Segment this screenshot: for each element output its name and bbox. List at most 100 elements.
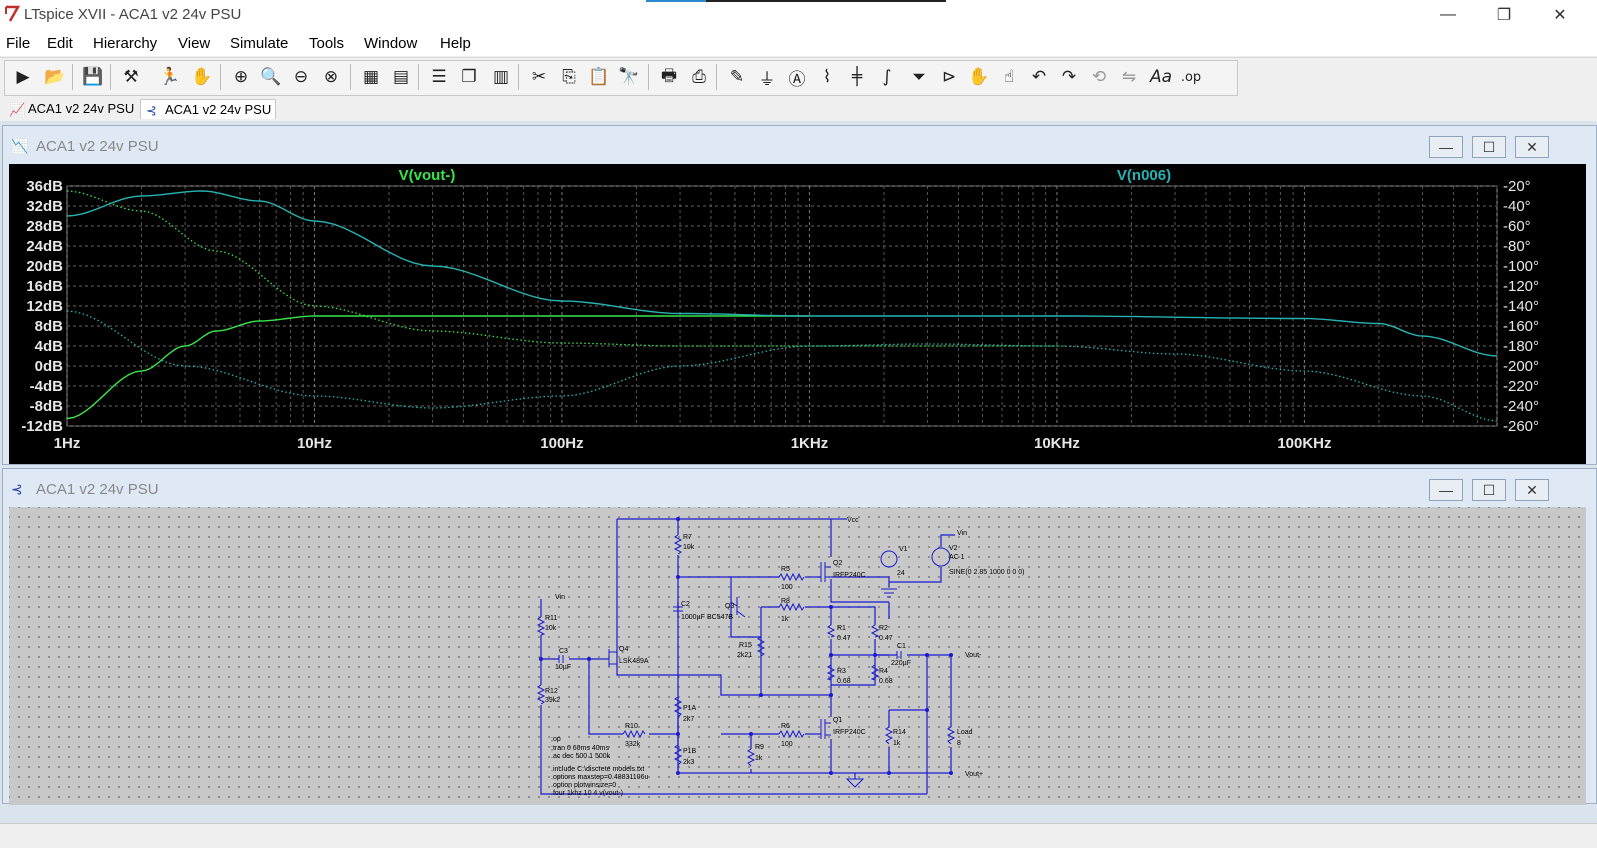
run-icon[interactable]: ▶ <box>16 67 30 87</box>
schematic-maximize-button[interactable]: ☐ <box>1472 479 1506 501</box>
component-icon[interactable]: ⊳ <box>941 67 957 87</box>
resistor-r14 <box>884 726 894 745</box>
zoom-area-icon[interactable]: 🔍 <box>260 67 282 87</box>
restore-icon: ❐ <box>1496 7 1512 24</box>
tile-horizontal-icon[interactable]: ☰ <box>431 67 447 87</box>
label-r2: R2 <box>879 625 888 632</box>
menu-file[interactable]: File <box>6 35 31 52</box>
draw-wire-pencil-icon[interactable]: ✎ <box>729 67 745 87</box>
value-v2: AC 1 <box>949 554 965 561</box>
undo-icon[interactable]: ↶ <box>1031 67 1047 87</box>
print-icon[interactable]: 🖶 <box>660 65 678 86</box>
y-tick-left: 16dB <box>26 278 63 295</box>
label-c1: C1 <box>897 643 906 650</box>
menu-edit[interactable]: Edit <box>47 35 73 52</box>
drag-hand-icon[interactable]: ☝ <box>1003 67 1015 87</box>
menu-tools[interactable]: Tools <box>309 35 345 52</box>
inductor-icon[interactable]: ∫ <box>882 67 892 87</box>
paste-icon[interactable]: 📋 <box>588 67 610 87</box>
minimize-button[interactable]: — <box>1425 0 1471 30</box>
label-r9: R9 <box>755 744 764 751</box>
resistor-icon[interactable]: ⌇ <box>822 67 832 87</box>
waveform-close-button[interactable]: ✕ <box>1515 136 1549 158</box>
spice-directive-icon[interactable]: .op <box>1180 69 1202 85</box>
waveform-window-titlebar[interactable]: 📉 ACA1 v2 24v PSU — ☐ ✕ <box>3 126 1596 164</box>
zoom-cancel-icon[interactable]: ⊗ <box>323 67 339 87</box>
label-r7: R7 <box>683 534 692 541</box>
schematic-icon: ⊰ <box>146 103 157 118</box>
close-button[interactable]: ✕ <box>1537 0 1583 30</box>
plot-series <box>66 190 1498 422</box>
text-icon[interactable]: Aa <box>1149 67 1173 87</box>
trace-label-vout-minus[interactable]: V(vout-) <box>399 167 456 184</box>
cut-icon[interactable]: ✂ <box>531 67 547 87</box>
value-p1b: 2k3 <box>683 759 694 766</box>
rotate-icon[interactable]: ⟲ <box>1091 67 1107 87</box>
label-r10: R10 <box>625 723 638 730</box>
label-r5: R5 <box>781 566 790 573</box>
window-title: LTspice XVII - ACA1 v2 24v PSU <box>24 6 242 23</box>
halt-hand-icon[interactable]: ✋ <box>191 67 213 87</box>
ground-icon[interactable]: ⏚ <box>758 69 776 90</box>
tile-vertical-icon[interactable]: ▥ <box>492 67 510 87</box>
y-tick-right: -180° <box>1503 338 1539 355</box>
label-r6: R6 <box>781 723 790 730</box>
capacitor-icon[interactable]: ╪ <box>851 67 863 87</box>
value-r1: 0.47 <box>837 635 851 642</box>
cascade-icon[interactable]: ❐ <box>461 67 477 87</box>
menu-window[interactable]: Window <box>364 35 418 52</box>
tab-schematic[interactable]: ⊰ ACA1 v2 24v PSU <box>140 99 277 119</box>
waveform-minimize-button[interactable]: — <box>1429 136 1463 158</box>
waveform-maximize-button[interactable]: ☐ <box>1472 136 1506 158</box>
autorange-icon[interactable]: ▦ <box>362 67 380 87</box>
find-binoculars-icon[interactable]: 🔭 <box>618 67 640 87</box>
trace-label-n006[interactable]: V(n006) <box>1117 167 1171 184</box>
y-tick-right: -240° <box>1503 398 1539 415</box>
net-vcc: Vcc <box>847 517 859 524</box>
run-simulation-icon[interactable]: 🏃 <box>159 67 181 87</box>
menu-view[interactable]: View <box>178 35 211 52</box>
menu-help[interactable]: Help <box>440 35 471 52</box>
y-tick-right: -220° <box>1503 378 1539 395</box>
label-q4: Q4 <box>619 646 628 653</box>
y-tick-left: 28dB <box>26 218 63 235</box>
toolbar-separator <box>648 64 649 90</box>
toolbar: ▶ 📂 💾 ⚒ 🏃 ✋ ⊕ 🔍 ⊖ ⊗ ▦ ▤ ☰ ❐ ▥ ✂ ⎘ 📋 🔭 🖶 … <box>0 57 1597 99</box>
label-net-icon[interactable]: Ⓐ <box>788 69 806 90</box>
resistor-r7 <box>673 534 683 555</box>
net-vin-2: Vin <box>957 530 967 537</box>
resistor-r10 <box>622 729 646 739</box>
print-preview-icon[interactable]: ⎙ <box>692 67 706 87</box>
resistor-r9 <box>746 748 756 767</box>
move-hand-icon[interactable]: ✋ <box>968 67 990 87</box>
schematic-icon: ⊰ <box>11 481 23 497</box>
x-tick: 10Hz <box>297 435 332 452</box>
restore-button[interactable]: ❐ <box>1481 0 1527 30</box>
mirror-icon[interactable]: ⇋ <box>1121 67 1137 87</box>
menu-hierarchy[interactable]: Hierarchy <box>93 35 158 52</box>
control-panel-icon[interactable]: ⚒ <box>123 67 139 87</box>
voltage-source-v1 <box>880 550 898 568</box>
open-folder-icon[interactable]: 📂 <box>44 67 66 87</box>
capacitor-c3 <box>558 655 564 663</box>
fft-icon[interactable]: ▤ <box>392 67 410 87</box>
capacitor-c2 <box>673 606 683 612</box>
zoom-in-icon[interactable]: ⊕ <box>233 67 249 87</box>
y-tick-left: 4dB <box>35 338 64 355</box>
tab-waveform[interactable]: 📈 ACA1 v2 24v PSU <box>4 99 138 119</box>
diode-icon[interactable]: ⏷ <box>912 67 926 87</box>
menu-simulate[interactable]: Simulate <box>230 35 289 52</box>
schematic-window-titlebar[interactable]: ⊰ ACA1 v2 24v PSU — ☐ ✕ <box>3 469 1596 507</box>
series-line-2 <box>66 190 1498 357</box>
save-icon[interactable]: 💾 <box>82 67 104 87</box>
minimize-icon: — <box>1440 6 1456 23</box>
value-r7: 10k <box>683 544 695 551</box>
schematic-canvas[interactable]: R7 10k Q2 IRFP240C R5 100 V1 24 V2 AC 1 … <box>9 507 1586 805</box>
schematic-close-button[interactable]: ✕ <box>1515 479 1549 501</box>
copy-icon[interactable]: ⎘ <box>562 67 576 87</box>
schematic-minimize-button[interactable]: — <box>1429 479 1463 501</box>
zoom-out-icon[interactable]: ⊖ <box>293 67 309 87</box>
redo-icon[interactable]: ↷ <box>1061 67 1077 87</box>
